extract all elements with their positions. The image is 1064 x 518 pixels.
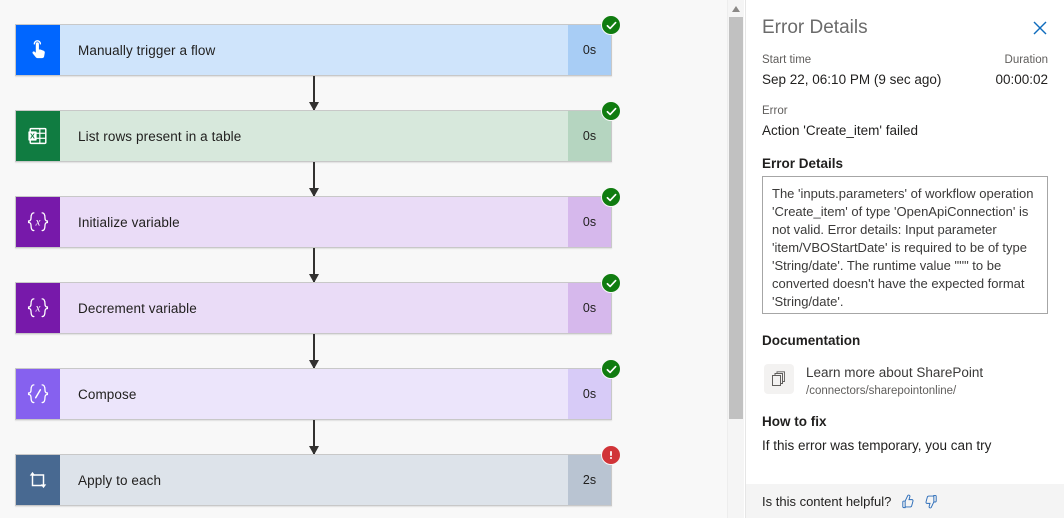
run-meta-row: Start time Sep 22, 06:10 PM (9 sec ago) … (746, 40, 1064, 91)
flow-step-duration: 0s (568, 197, 611, 247)
flow-step-card[interactable]: x Decrement variable 0s (15, 273, 621, 334)
flow-connector-arrow (309, 76, 319, 111)
duration-value: 00:00:02 (995, 72, 1048, 87)
flow-step-title: List rows present in a table (78, 128, 242, 144)
svg-text:X: X (30, 132, 35, 141)
documentation-link-item[interactable]: Learn more about SharePoint /connectors/… (746, 353, 1064, 400)
documentation-link-texts: Learn more about SharePoint /connectors/… (806, 363, 983, 400)
panel-header: Error Details (746, 0, 1064, 40)
flow-step-duration: 0s (568, 283, 611, 333)
feedback-bar: Is this content helpful? (746, 484, 1064, 518)
flow-step: x Decrement variable 0s (0, 273, 727, 369)
scrollbar-thumb[interactable] (729, 17, 743, 419)
variable-braces-icon: x (16, 197, 60, 247)
documentation-link-url: /connectors/sharepointonline/ (806, 385, 957, 397)
how-to-fix-text: If this error was temporary, you can try (762, 438, 992, 453)
excel-table-icon: X (16, 111, 60, 161)
status-success-icon (601, 101, 621, 121)
start-time-block: Start time Sep 22, 06:10 PM (9 sec ago) (762, 52, 941, 91)
duration-label: Duration (1004, 54, 1048, 66)
flow-step: X List rows present in a table 0s (0, 101, 727, 197)
canvas-vertical-scrollbar[interactable] (727, 0, 744, 518)
status-success-icon (601, 359, 621, 379)
status-success-icon (601, 273, 621, 293)
thumbs-up-icon[interactable] (900, 494, 915, 509)
start-time-label: Start time (762, 54, 812, 66)
flow-step-title: Decrement variable (78, 300, 197, 316)
error-details-panel: Error Details Start time Sep 22, 06:10 P… (745, 0, 1064, 518)
status-error-icon (601, 445, 621, 465)
flow-step-card[interactable]: Compose 0s (15, 359, 621, 420)
flow-connector-arrow (309, 334, 319, 369)
error-summary-block: Error Action 'Create_item' failed (746, 91, 1064, 142)
duration-block: Duration 00:00:02 (995, 52, 1048, 91)
documentation-link-title[interactable]: Learn more about SharePoint (806, 365, 984, 380)
error-details-textarea[interactable] (762, 176, 1048, 314)
tap-finger-icon (16, 25, 60, 75)
flow-step-title: Manually trigger a flow (78, 42, 216, 58)
scrollbar-up-arrow[interactable] (728, 0, 744, 17)
close-icon[interactable] (1030, 18, 1050, 38)
compose-braces-icon (16, 369, 60, 419)
flow-step-duration: 0s (568, 25, 611, 75)
flow-step: Compose 0s (0, 359, 727, 455)
error-label: Error (762, 105, 788, 117)
loop-foreach-icon (16, 455, 60, 505)
flow-step-card[interactable]: Manually trigger a flow 0s (15, 15, 621, 76)
flow-step-title: Apply to each (78, 472, 162, 488)
flow-step-duration: 0s (568, 111, 611, 161)
thumbs-down-icon[interactable] (924, 494, 939, 509)
flow-step-card[interactable]: x Initialize variable 0s (15, 187, 621, 248)
status-success-icon (601, 187, 621, 207)
svg-text:x: x (35, 217, 41, 229)
flow-step: Apply to each 2s (0, 445, 727, 518)
svg-text:x: x (35, 303, 41, 315)
flow-connector-arrow (309, 420, 319, 455)
flow-step-title: Initialize variable (78, 214, 180, 230)
start-time-value: Sep 22, 06:10 PM (9 sec ago) (762, 72, 942, 87)
flow-step-duration: 0s (568, 369, 611, 419)
flow-step-title: Compose (78, 386, 137, 402)
how-to-fix-heading: How to fix (762, 414, 827, 429)
variable-braces-icon: x (16, 283, 60, 333)
panel-title: Error Details (762, 17, 868, 38)
error-details-box-wrap (746, 176, 1064, 319)
feedback-question: Is this content helpful? (762, 493, 892, 509)
flow-step-card[interactable]: X List rows present in a table 0s (15, 101, 621, 162)
pages-stack-icon (764, 364, 794, 394)
flow-step-card[interactable]: Apply to each 2s (15, 445, 621, 506)
error-value: Action 'Create_item' failed (762, 123, 918, 138)
flow-step: x Initialize variable 0s (0, 187, 727, 283)
documentation-heading: Documentation (762, 333, 861, 348)
flow-step-duration: 2s (568, 455, 611, 505)
flow-step: Manually trigger a flow 0s (0, 15, 727, 111)
status-success-icon (601, 15, 621, 35)
error-details-heading: Error Details (762, 156, 844, 171)
flow-connector-arrow (309, 248, 319, 283)
flow-connector-arrow (309, 162, 319, 197)
